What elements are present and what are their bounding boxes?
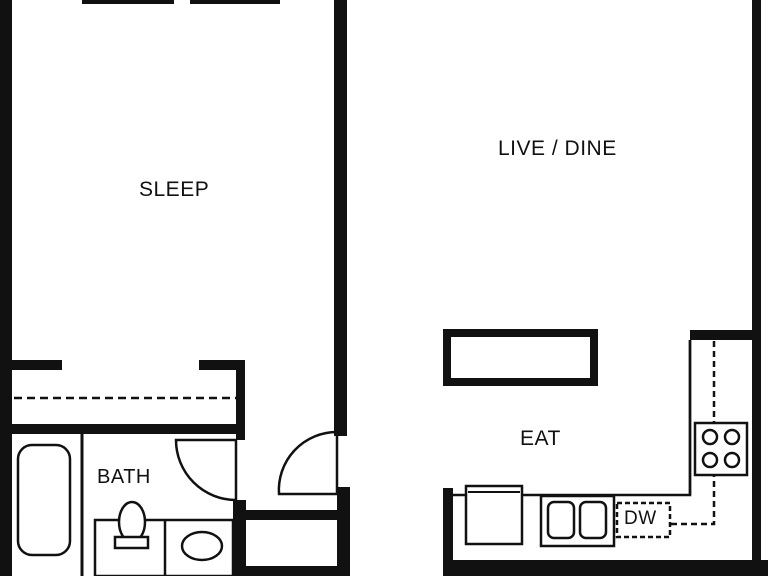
room-label-eat: EAT [520, 427, 561, 450]
kitchen-island [443, 329, 598, 386]
top-wall-stub [82, 0, 174, 4]
toilet-tank [113, 535, 150, 550]
closet-wall [236, 360, 245, 440]
left-wall [0, 0, 12, 576]
room-label-live-dine: LIVE / DINE [498, 137, 617, 160]
room-label-bath: BATH [97, 466, 151, 488]
right-wall [752, 0, 761, 334]
refrigerator [464, 484, 524, 546]
range [693, 421, 749, 477]
bath-wall [12, 424, 245, 434]
kitchen-wall [453, 560, 768, 576]
bottom-wall [246, 566, 342, 576]
bath-wall [233, 500, 246, 576]
partition-wall [334, 0, 347, 436]
sink [180, 530, 224, 562]
bathtub [16, 443, 72, 557]
kitchen-wall [752, 330, 761, 576]
burner [723, 428, 741, 446]
upper-cabinets [671, 338, 716, 526]
entry-wall [246, 510, 342, 520]
closet-wall [199, 360, 245, 370]
burner [723, 451, 741, 469]
kitchen-wall [690, 330, 760, 340]
entry-wall [337, 487, 350, 576]
bath-door-swing [174, 438, 238, 502]
appliance-label-dishwasher: DW [624, 508, 657, 530]
sink-basin-right [578, 500, 608, 540]
kitchen-counter [453, 340, 692, 497]
burner [701, 451, 719, 469]
top-wall-stub [190, 0, 280, 4]
room-label-sleep: SLEEP [139, 178, 210, 201]
burner [701, 428, 719, 446]
closet-wall [12, 360, 62, 370]
entry-door-swing [277, 430, 339, 496]
sink-basin-left [546, 500, 576, 540]
kitchen-wall [443, 488, 453, 576]
